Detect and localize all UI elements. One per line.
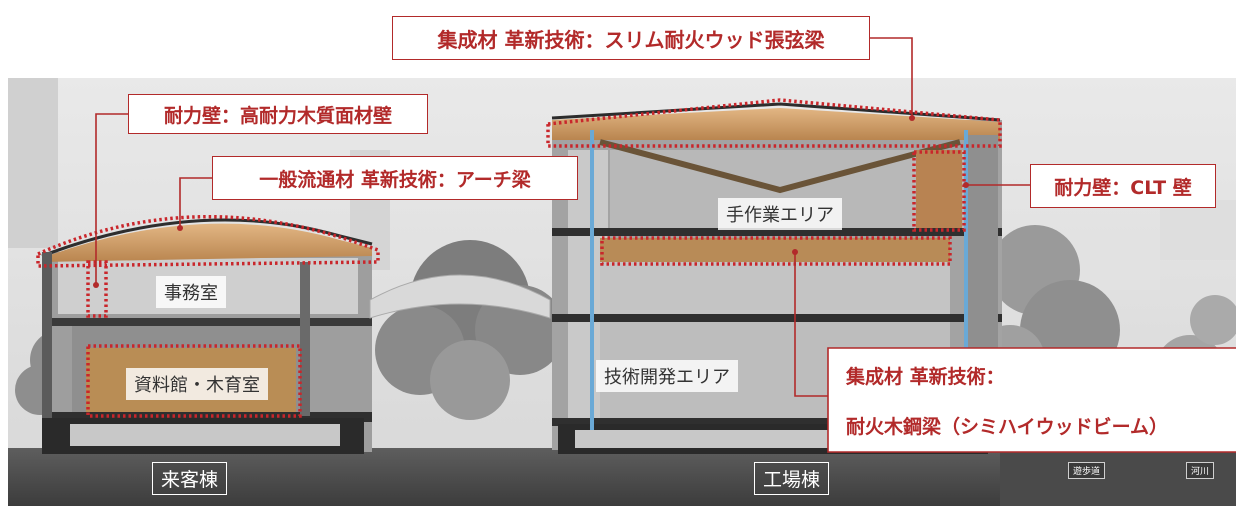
area-label-rnd: 技術開発エリア <box>596 360 738 392</box>
callout-top-beam: 集成材 革新技術：スリム耐火ウッド張弦梁 <box>392 16 870 60</box>
area-label-office: 事務室 <box>156 276 226 308</box>
sign-river: 河川 <box>1186 462 1215 479</box>
callout-wall-right: 耐力壁：CLT 壁 <box>1030 164 1216 208</box>
bridge <box>369 274 551 319</box>
callout-steel-beam-frame <box>827 347 1236 453</box>
callout-steel-beam: 集成材 革新技術： 耐火木鋼梁（シミハイウッドビーム） <box>830 350 1234 450</box>
callout-arch-text: 一般流通材 革新技術：アーチ梁 <box>259 168 531 191</box>
callout-wall-left-text: 耐力壁：高耐力木質面材壁 <box>163 104 392 127</box>
building-label-factory: 工場棟 <box>754 462 830 495</box>
area-label-archive: 資料館・木育室 <box>126 368 268 400</box>
callout-wall-right-text: 耐力壁：CLT 壁 <box>1054 176 1192 199</box>
leader-dots <box>93 115 969 288</box>
callout-wall-left: 耐力壁：高耐力木質面材壁 <box>128 94 428 134</box>
bg-building <box>1160 200 1236 260</box>
highlight-outlines <box>36 98 1002 418</box>
building-label-guest: 来客棟 <box>152 462 228 495</box>
area-label-handwork: 手作業エリア <box>718 198 842 230</box>
callout-top-beam-text: 集成材 革新技術：スリム耐火ウッド張弦梁 <box>437 27 825 52</box>
bg-building <box>8 78 58 248</box>
callout-arch: 一般流通材 革新技術：アーチ梁 <box>212 156 578 200</box>
leader-lines <box>95 37 1030 397</box>
callout-steel-beam-line2: 耐火木鋼梁（シミハイウッドビーム） <box>846 415 1169 438</box>
sign-promenade: 遊歩道 <box>1068 462 1106 479</box>
callout-steel-beam-line1: 集成材 革新技術： <box>846 365 1005 388</box>
guest-building <box>41 218 373 454</box>
